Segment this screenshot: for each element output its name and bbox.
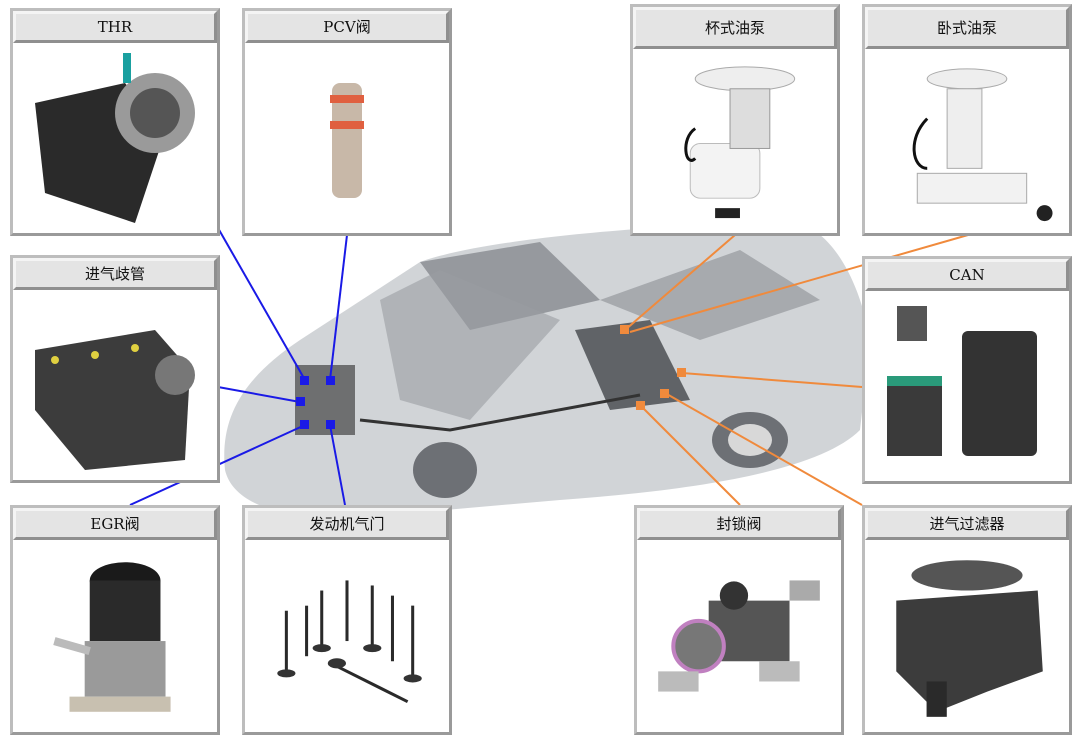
cup-fuel-pump-image bbox=[633, 49, 837, 233]
component-intake-manifold: 进气歧管 bbox=[10, 255, 220, 483]
label-engine-valve: 发动机气门 bbox=[245, 508, 449, 540]
label-thr: THR bbox=[13, 11, 217, 43]
component-egr: EGR阀 bbox=[10, 505, 220, 735]
label-can: CAN bbox=[865, 259, 1069, 291]
component-pcv: PCV阀 bbox=[242, 8, 452, 236]
horizontal-fuel-pump-image bbox=[865, 49, 1069, 233]
fuel-leader-lines bbox=[624, 234, 969, 506]
component-lock-valve: 封锁阀 bbox=[634, 505, 844, 735]
label-intake-manifold: 进气歧管 bbox=[13, 258, 217, 290]
lock-valve-image bbox=[637, 540, 841, 732]
label-horizontal-pump: 卧式油泵 bbox=[865, 7, 1069, 49]
component-thr: THR bbox=[10, 8, 220, 236]
component-horizontal-pump: 卧式油泵 bbox=[862, 4, 1072, 236]
component-can: CAN bbox=[862, 256, 1072, 484]
label-pcv: PCV阀 bbox=[245, 11, 449, 43]
label-cup-pump: 杯式油泵 bbox=[633, 7, 837, 49]
label-egr: EGR阀 bbox=[13, 508, 217, 540]
label-intake-filter: 进气过滤器 bbox=[865, 508, 1069, 540]
component-cup-pump: 杯式油泵 bbox=[630, 4, 840, 236]
engine-valves-image bbox=[245, 540, 449, 732]
canister-image bbox=[865, 291, 1069, 481]
component-intake-filter: 进气过滤器 bbox=[862, 505, 1072, 735]
label-lock-valve: 封锁阀 bbox=[637, 508, 841, 540]
egr-valve-image bbox=[13, 540, 217, 732]
pcv-valve-image bbox=[245, 43, 449, 233]
throttle-body-image bbox=[13, 43, 217, 233]
component-engine-valve: 发动机气门 bbox=[242, 505, 452, 735]
intake-filter-image bbox=[865, 540, 1069, 732]
intake-manifold-image bbox=[13, 290, 217, 480]
